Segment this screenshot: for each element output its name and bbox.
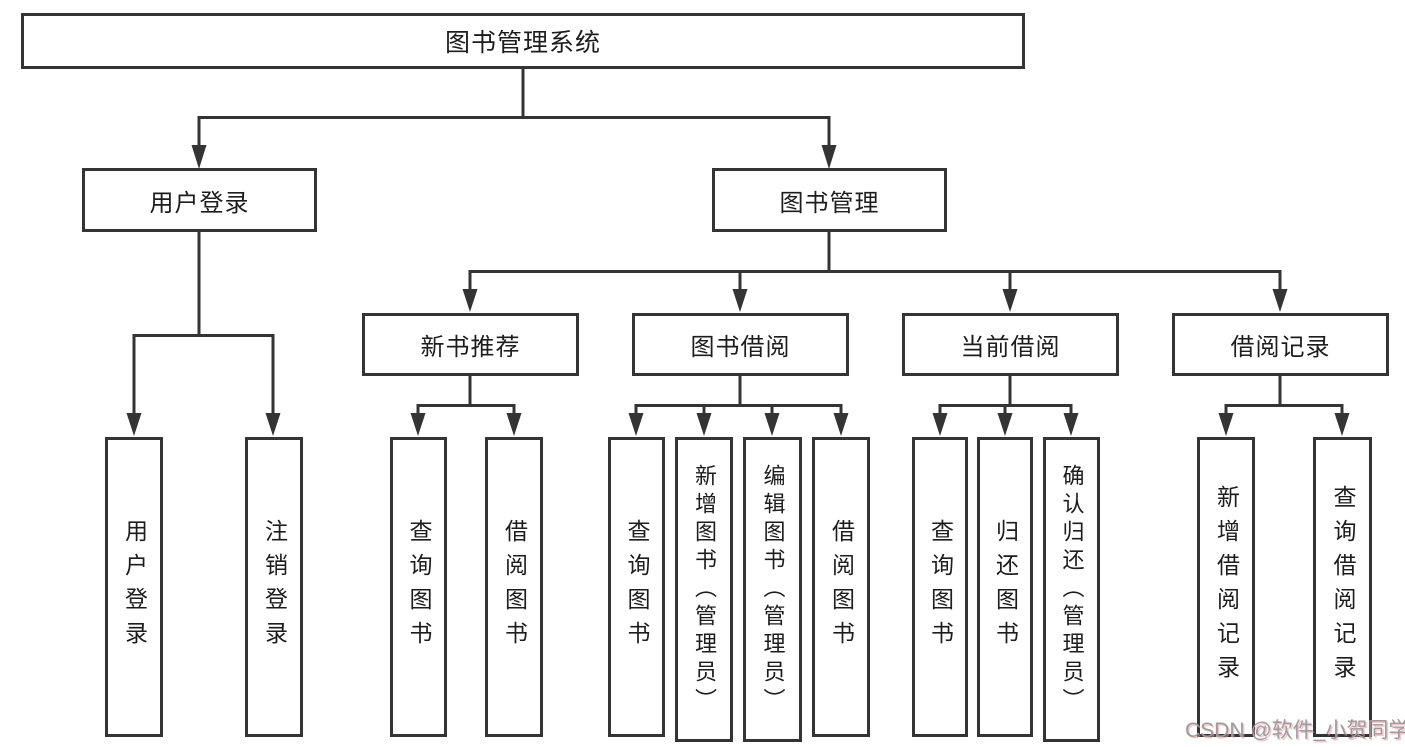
leaf-add-books-admin: 新增图书（管理员） — [675, 437, 733, 742]
leaf-query-books-1: 查询图书 — [390, 437, 447, 737]
leaf-user-login: 用户登录 — [105, 437, 163, 737]
leaf-add-borrow-record: 新增借阅记录 — [1197, 437, 1255, 737]
leaf-query-borrow-record: 查询借阅记录 — [1313, 437, 1372, 737]
node-current-borrowing: 当前借阅 — [902, 313, 1119, 376]
leaf-logout: 注销登录 — [245, 437, 303, 737]
leaf-return-books: 归还图书 — [977, 437, 1033, 737]
watermark: CSDN @软件_小贺同学 — [1185, 719, 1405, 742]
leaf-borrow-books-1: 借阅图书 — [485, 437, 543, 737]
node-new-book-recommend: 新书推荐 — [362, 313, 579, 376]
node-book-management: 图书管理 — [712, 168, 947, 232]
node-system-root: 图书管理系统 — [21, 13, 1025, 69]
leaf-query-books-3: 查询图书 — [912, 437, 968, 737]
leaf-borrow-books-2: 借阅图书 — [812, 437, 870, 737]
leaf-query-books-2: 查询图书 — [608, 437, 665, 737]
node-user-login: 用户登录 — [82, 168, 317, 232]
leaf-confirm-return-admin: 确认归还（管理员） — [1043, 437, 1100, 742]
node-borrow-records: 借阅记录 — [1172, 313, 1389, 376]
node-book-borrowing: 图书借阅 — [632, 313, 849, 376]
leaf-edit-books-admin: 编辑图书（管理员） — [743, 437, 802, 742]
